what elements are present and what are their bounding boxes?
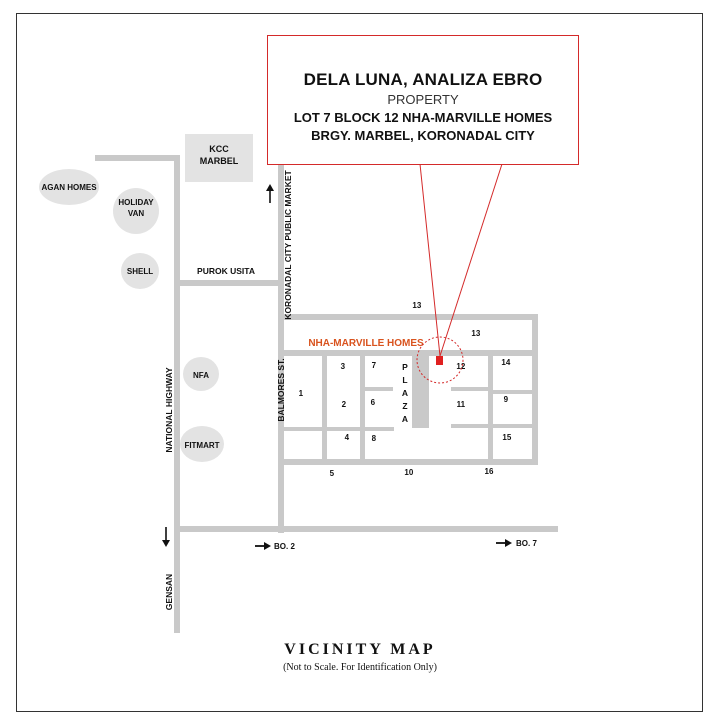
street-v1	[322, 353, 327, 462]
property-marker	[416, 163, 503, 384]
bo2-label: BO. 2	[274, 542, 295, 551]
direction-arrows	[162, 184, 512, 550]
road-top-left	[95, 155, 178, 161]
nfa-shape	[183, 357, 219, 391]
nfa-label: NFA	[193, 371, 209, 380]
market-label: KORONADAL CITY PUBLIC MARKET	[283, 170, 293, 320]
property-lot-marker	[436, 356, 443, 365]
national-highway-road	[174, 155, 180, 633]
fitmart-label: FITMART	[184, 441, 219, 450]
street-h4	[451, 424, 489, 428]
national-highway-label: NATIONAL HIGHWAY	[164, 367, 174, 453]
callout-pointer	[419, 163, 441, 357]
property-highlight-circle	[416, 336, 464, 384]
arrow-right-icon	[255, 542, 271, 550]
gensan-label: GENSAN	[164, 574, 174, 610]
map-note: (Not to Scale. For Identification Only)	[283, 662, 437, 673]
road-network	[95, 155, 558, 633]
callout-pointer	[439, 163, 503, 357]
street-h5	[491, 390, 533, 394]
map-title: VICINITY MAP	[284, 641, 436, 658]
property-callout: DELA LUNA, ANALIZA EBRO PROPERTY LOT 7 B…	[267, 35, 579, 165]
map-frame	[16, 13, 703, 712]
street-v2	[360, 353, 365, 462]
street-h3	[451, 387, 489, 391]
street-h2	[284, 427, 394, 431]
subdivision-bottom-road	[282, 459, 538, 465]
subdivision-right-road	[532, 314, 538, 465]
street-h1	[363, 387, 393, 391]
arrow-right-icon	[496, 539, 512, 547]
shell-shape	[121, 253, 159, 289]
arrow-up-icon	[266, 184, 274, 203]
subdivision-mid-road	[282, 350, 538, 356]
shell-label: SHELL	[127, 267, 153, 276]
purok-usita-label: PUROK USITA	[197, 266, 255, 276]
block-label: 1 2 3 4 5 6 7 8 9 10 11 12 13 13 14 15 1…	[299, 301, 514, 478]
balmores-label: BALMORES ST.	[276, 358, 286, 421]
holiday-van-shape	[113, 188, 159, 234]
bo7-label: BO. 7	[516, 539, 537, 548]
bottom-road	[174, 526, 558, 532]
address-line-1: LOT 7 BLOCK 12 NHA-MARVILLE HOMES	[293, 110, 553, 125]
kcc-marbel-building	[185, 134, 253, 182]
arrow-down-icon	[162, 527, 170, 547]
property-subtitle: PROPERTY	[387, 92, 459, 107]
agan-homes-shape	[39, 169, 99, 205]
road-labels: PUROK USITA NATIONAL HIGHWAY KORONADAL C…	[164, 170, 537, 611]
owner-name: DELA LUNA, ANALIZA EBRO	[303, 70, 543, 89]
street-h6	[491, 424, 533, 428]
subdivision-top-road	[282, 314, 538, 320]
market-road	[278, 158, 284, 533]
subdivision-name-label: NHA-MARVILLE HOMES	[308, 338, 424, 349]
address-line-2: BRGY. MARBEL, KORONADAL CITY	[311, 128, 535, 143]
plaza-area	[412, 353, 429, 428]
purok-usita-road	[174, 280, 284, 286]
fitmart-shape	[180, 426, 224, 462]
street-v3	[488, 353, 493, 462]
agan-homes-label: AGAN HOMES	[41, 183, 97, 192]
